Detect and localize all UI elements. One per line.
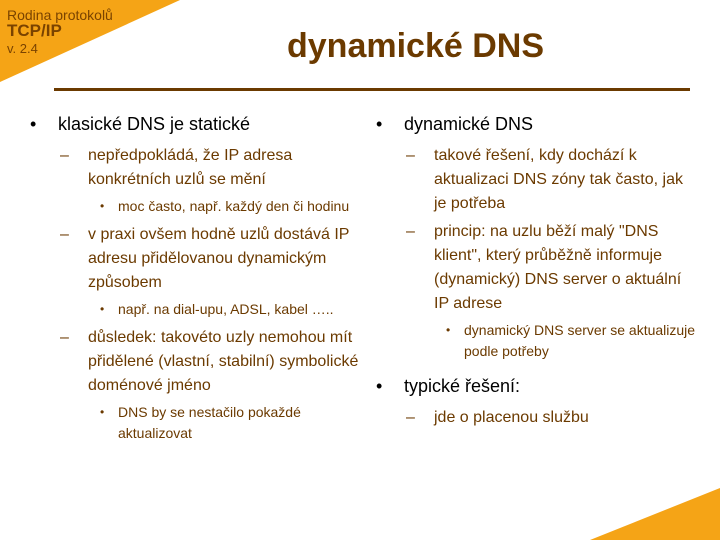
- right-column: dynamické DNS takové řešení, kdy dochází…: [376, 112, 696, 434]
- subsubbullet-frequency: moc často, např. každý den či hodinu: [30, 196, 365, 217]
- subbullet-ip-not-changing: nepředpokládá, že IP adresa konkrétních …: [30, 144, 365, 192]
- series-label: Rodina protokolů: [7, 7, 113, 23]
- left-column: klasické DNS je statické nepředpokládá, …: [30, 112, 365, 450]
- subsubbullet-dialup-examples: např. na dial-upu, ADSL, kabel …..: [30, 299, 365, 320]
- subbullet-paid-service: jde o placenou službu: [376, 406, 696, 430]
- slide-title: dynamické DNS: [287, 27, 544, 65]
- subsubbullet-server-update: dynamický DNS server se aktualizuje podl…: [376, 320, 696, 362]
- version-label: v. 2.4: [7, 41, 38, 56]
- protocol-label: TCP/IP: [7, 21, 62, 40]
- subbullet-dynamic-assignment: v praxi ovšem hodně uzlů dostává IP adre…: [30, 223, 365, 295]
- subsubbullet-dns-update: DNS by se nestačilo pokaždé aktualizovat: [30, 402, 365, 444]
- subbullet-definition: takové řešení, kdy dochází k aktualizaci…: [376, 144, 696, 216]
- subbullet-consequence: důsledek: takovéto uzly nemohou mít přid…: [30, 326, 365, 398]
- bullet-static-dns: klasické DNS je statické: [30, 112, 365, 136]
- bullet-dynamic-dns: dynamické DNS: [376, 112, 696, 136]
- title-divider: [54, 88, 690, 91]
- corner-decoration-bottom-right: [590, 488, 720, 540]
- bullet-typical-solution: typické řešení:: [376, 374, 696, 398]
- subbullet-principle: princip: na uzlu běží malý "DNS klient",…: [376, 220, 696, 316]
